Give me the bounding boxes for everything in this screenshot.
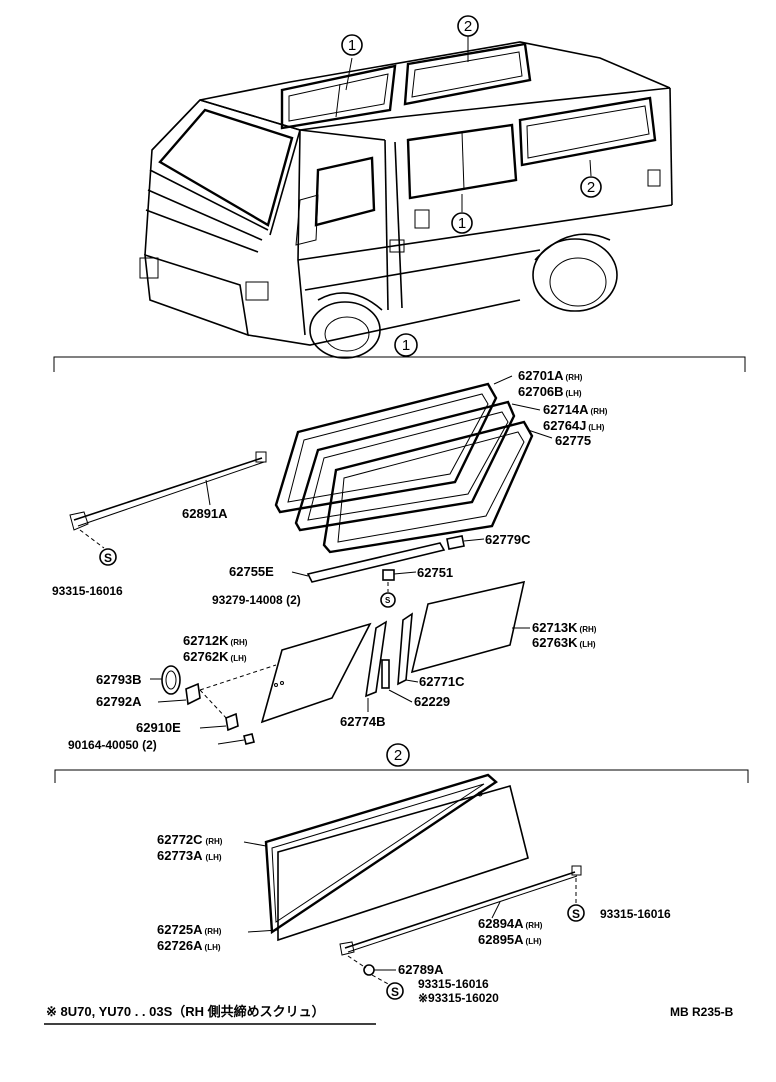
label-62891A: 62891A — [182, 506, 228, 521]
svg-text:2: 2 — [587, 179, 595, 196]
quarter-window-frame — [243, 773, 498, 935]
windshield — [158, 108, 294, 227]
section-1-bracket — [53, 356, 746, 372]
label-62726A: 62726A(LH) — [157, 938, 221, 953]
slide-door-window — [406, 123, 518, 200]
marker-2-roof: 2 — [457, 15, 479, 37]
label-62792A: 62792A — [96, 694, 142, 709]
glass-panel-62712K — [260, 622, 372, 724]
quarter-window — [518, 96, 657, 167]
rubber-62229 — [381, 659, 413, 703]
label-62895A: 62895A(LH) — [478, 932, 542, 947]
svg-text:S: S — [104, 551, 112, 565]
footnote: ※ 8U70, YU70 . . 03S（RH 側共締めスクリュ） — [46, 1004, 325, 1019]
label-62894A: 62894A(RH) — [478, 916, 543, 931]
label-62793B: 62793B — [96, 672, 142, 687]
svg-text:1: 1 — [458, 215, 466, 232]
label-62762K: 62762K(LH) — [183, 649, 247, 664]
svg-text:S: S — [391, 985, 399, 999]
reference-code: MB R235-B — [670, 1005, 734, 1019]
label-62773A: 62773A(LH) — [157, 848, 222, 863]
cable-62894A — [339, 865, 582, 969]
label-62713K: 62713K(RH) — [532, 620, 597, 635]
clip-62779C — [446, 535, 485, 550]
channel-62774B — [365, 620, 388, 712]
label-62229: 62229 — [414, 694, 450, 709]
label-62755E: 62755E — [229, 564, 274, 579]
label-62774B: 62774B — [340, 714, 386, 729]
van-illustration — [139, 36, 673, 359]
label-90164-40050: 90164-40050 (2) — [68, 738, 157, 752]
screw-symbol-2: S — [380, 582, 396, 608]
svg-text:1: 1 — [402, 337, 410, 354]
marker-1-section: 1 — [394, 333, 418, 357]
cable-62891A — [69, 451, 267, 549]
label-62771C: 62771C — [419, 674, 465, 689]
screw-symbol-3: S — [567, 904, 585, 922]
label-62725A: 62725A(RH) — [157, 922, 222, 937]
marker-2-section: 2 — [386, 743, 410, 767]
label-62772C: 62772C(RH) — [157, 832, 223, 847]
clip-62789A — [363, 964, 396, 976]
label-62775: 62775 — [555, 433, 591, 448]
svg-text:1: 1 — [348, 37, 356, 54]
quarter-glass — [247, 785, 529, 942]
strip-62755E — [291, 542, 446, 583]
marker-1-door: 1 — [451, 212, 473, 234]
label-93315-16016-a: 93315-16016 — [52, 584, 123, 598]
label-93315-16020: ※93315-16020 — [418, 991, 499, 1005]
marker-1-roof: 1 — [341, 34, 363, 56]
label-62701A: 62701A(RH) — [518, 368, 583, 383]
clip-62751 — [382, 569, 417, 581]
svg-text:S: S — [572, 907, 580, 921]
section-2-bracket — [54, 769, 749, 783]
label-62779C: 62779C — [485, 532, 531, 547]
roof-window-front — [280, 64, 397, 130]
channel-62771C — [397, 612, 419, 686]
screw-symbol-4: S — [371, 974, 404, 1000]
label-62714A: 62714A(RH) — [543, 402, 608, 417]
svg-text:2: 2 — [464, 18, 472, 35]
front-door-window — [314, 156, 376, 227]
glass-panel-62713K — [410, 580, 530, 674]
label-62751: 62751 — [417, 565, 453, 580]
label-62706B: 62706B(LH) — [518, 384, 582, 399]
label-62763K: 62763K(LH) — [532, 635, 596, 650]
label-62910E: 62910E — [136, 720, 181, 735]
handle-parts — [150, 664, 277, 745]
window-frame-stack — [274, 375, 553, 554]
label-93315-16016-c: 93315-16016 — [418, 977, 489, 991]
marker-2-quarter: 2 — [580, 176, 602, 198]
label-62789A: 62789A — [398, 962, 444, 977]
svg-text:2: 2 — [394, 747, 402, 764]
label-62712K: 62712K(RH) — [183, 633, 248, 648]
screw-symbol-1: S — [99, 548, 117, 566]
label-62764J: 62764J(LH) — [543, 418, 605, 433]
label-93279-14008: 93279-14008 (2) — [212, 593, 301, 607]
svg-text:S: S — [385, 596, 391, 605]
label-93315-16016-b: 93315-16016 — [600, 907, 671, 921]
roof-window-rear — [403, 42, 532, 106]
